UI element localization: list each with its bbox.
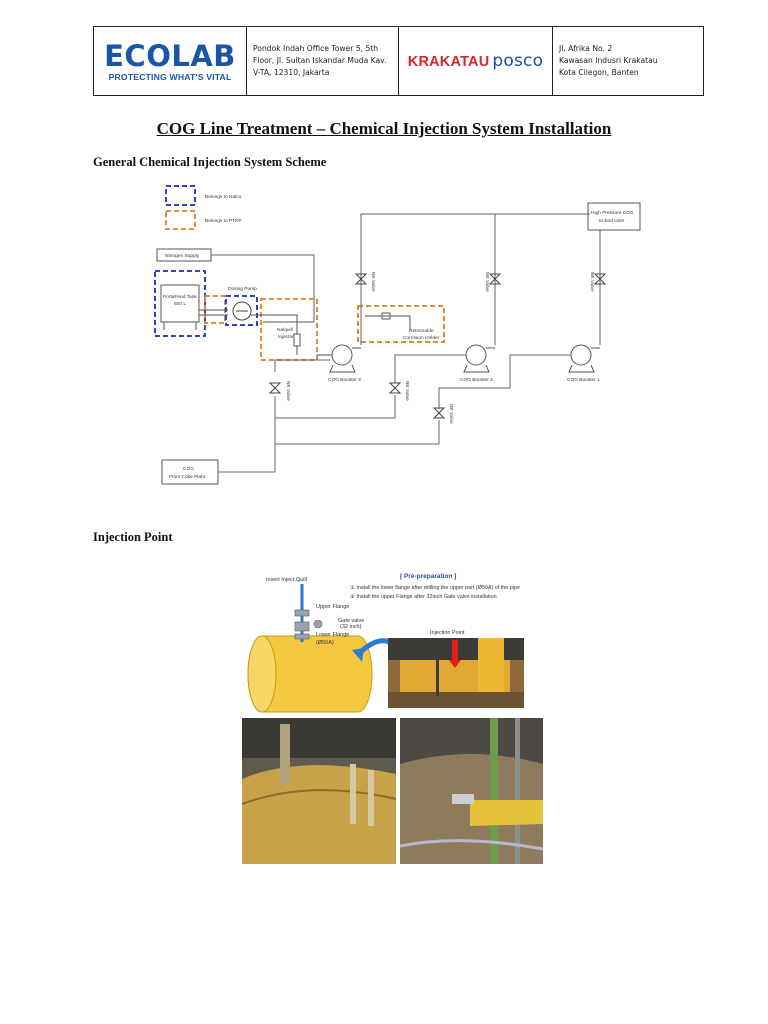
client-address: Jl. Afrika No. 2 Kawasan Indusri Krakata…	[553, 27, 703, 95]
nk-valve-symbol	[432, 407, 446, 419]
high-pressure-label: High Pressure COG	[591, 210, 634, 216]
nk-valve-symbol	[268, 382, 282, 394]
booster-3-label: COG Booster 3	[328, 377, 361, 383]
nk-valve-symbol	[388, 382, 402, 394]
cog-source-label-2: From Coke Plant	[169, 474, 206, 480]
gate-valve-label: Gate valve	[338, 618, 364, 624]
prep-title: [ Pre-preparation ]	[400, 573, 456, 580]
nk-valve-label: NK Valve	[404, 381, 410, 401]
ecolab-logo-word: ECOLAB	[104, 38, 236, 73]
company-address: Pondok Indah Office Tower 5, 5th Floor, …	[247, 27, 399, 95]
injection-point-illustration: Insert Inject Quill Upper Flange Gate va…	[240, 564, 545, 864]
high-pressure-label-2: to End User	[599, 218, 625, 224]
installation-photo-right	[399, 718, 544, 864]
corrosion-holder-label-2: Corrosion Holder	[403, 335, 440, 341]
document-title: COG Line Treatment – Chemical Injection …	[156, 119, 612, 138]
section-heading-injection: Injection Point	[93, 530, 173, 544]
client-address-line: Jl. Afrika No. 2	[559, 44, 613, 53]
nk-valve-symbol	[354, 273, 368, 285]
section-heading-scheme: General Chemical Injection System Scheme	[93, 155, 327, 169]
lower-flange-label: Lower Flange	[316, 632, 349, 638]
quill-label-2: Injector	[278, 334, 294, 340]
legend-ptkp-swatch	[165, 210, 196, 230]
nk-valve-label: NK Valve	[448, 404, 454, 424]
ecolab-logo: ECOLAB PROTECTING WHAT'S VITAL	[94, 27, 247, 95]
company-address-line: Pondok Indah Office Tower 5, 5th	[253, 44, 379, 53]
nk-valve-label: NK Valve	[484, 272, 490, 292]
booster-2-label: COG Booster 2	[460, 377, 493, 383]
installation-photo-left	[241, 718, 397, 864]
nk-valve-symbol	[488, 273, 502, 285]
nk-valve-label: NK Valve	[370, 272, 376, 292]
legend-nalco-swatch	[165, 185, 196, 206]
client-address-line: Kawasan Indusri Krakatau	[559, 56, 658, 65]
company-address-line: V-TA, 12310, Jakarta	[253, 68, 330, 77]
insert-quill-label: Insert Inject Quill	[266, 577, 307, 583]
legend-nalco-label: Belongs to Nalco	[205, 194, 242, 200]
header-table: ECOLAB PROTECTING WHAT'S VITAL Pondok In…	[93, 26, 704, 96]
nitrogen-supply-label: Nitrogen Supply	[165, 253, 200, 259]
posco-logo-word: posco	[492, 51, 544, 71]
gate-valve-size-label: (32 inch)	[340, 624, 362, 630]
prep-step-1: ① Install the lower flange after drillin…	[350, 585, 520, 591]
client-address-line: Kota Cilegon, Banten	[559, 68, 639, 77]
dosing-pump-label: Dosing Pump	[228, 286, 257, 292]
company-address-line: Floor, Jl. Sultan Iskandar Muda Kav.	[253, 56, 387, 65]
nk-valve-label: NK Valve	[589, 272, 595, 292]
injection-point-label: Injection Point	[430, 630, 465, 636]
injection-point-photo	[388, 638, 524, 708]
nk-valve-label: NK Valve	[285, 381, 291, 401]
tank-label: PortaFeed Tank	[163, 294, 197, 300]
krakatau-logo-word: KRAKATAU	[407, 54, 490, 70]
ecolab-logo-tagline: PROTECTING WHAT'S VITAL	[108, 71, 232, 82]
booster-1-label: COG Booster 1	[567, 377, 600, 383]
quill-label: Nalquill	[277, 327, 293, 333]
corrosion-holder-label: Retractable	[409, 328, 434, 334]
pipe-size-label: (Ø50A)	[316, 640, 334, 646]
injection-point-arrow-icon	[449, 640, 461, 668]
tank-capacity-label: 600 L	[174, 301, 186, 307]
prep-step-2: ② Install the upper Flange after 32inch …	[350, 594, 497, 600]
nk-valve-symbol	[593, 273, 607, 285]
legend-ptkp-label: Belongs to PTKP	[205, 218, 242, 224]
cog-source-label: COG	[183, 466, 194, 472]
upper-flange-label: Upper Flange	[316, 604, 349, 610]
